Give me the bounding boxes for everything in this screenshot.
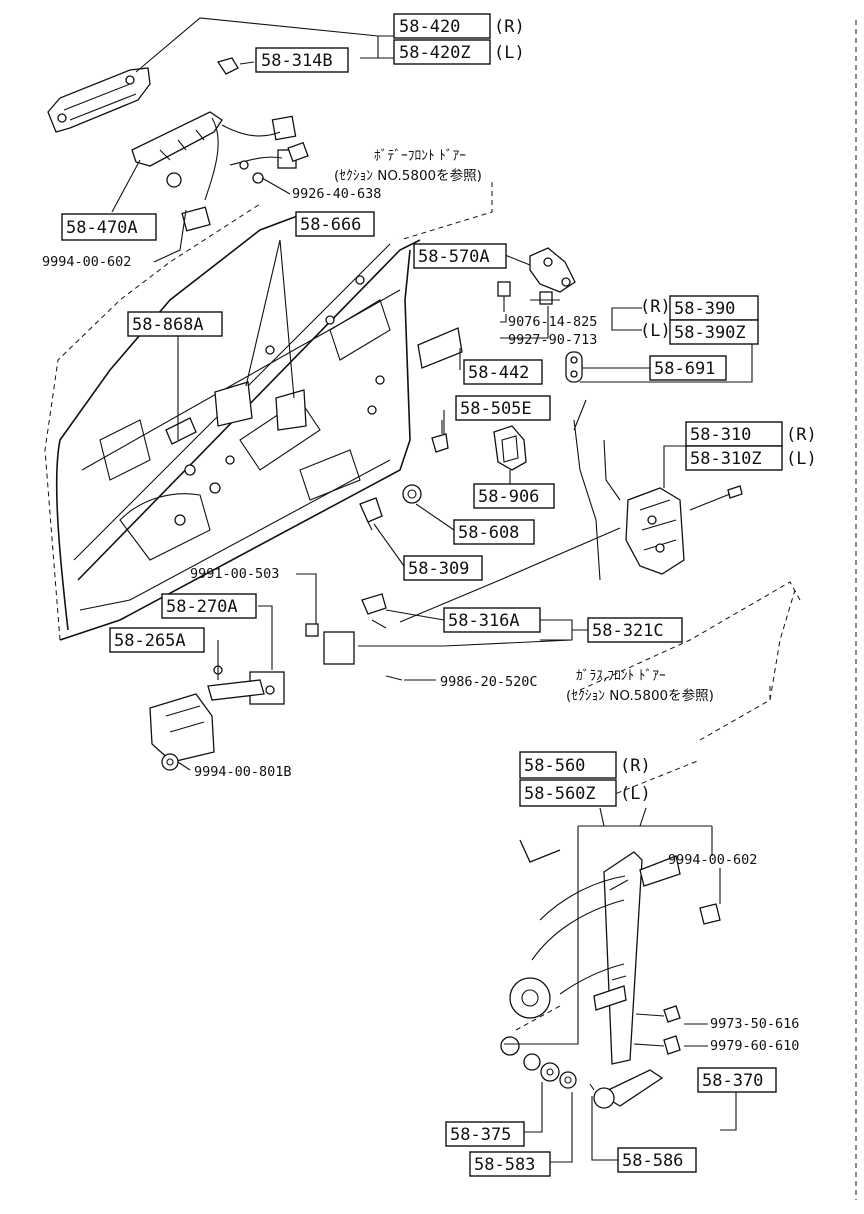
label-9076-14-825: 9076-14-825 (508, 314, 597, 330)
label-58-608: 58-608 (458, 523, 519, 543)
label-58-310z: 58-310Z (690, 449, 762, 469)
box-58-560z (519, 779, 617, 807)
label-9979-60-610: 9979-60-610 (710, 1038, 799, 1054)
grommet-drawing (402, 484, 422, 504)
label-58-310: 58-310 (690, 425, 751, 445)
label-58-370: 58-370 (702, 1071, 763, 1091)
box-58-470a (61, 213, 157, 241)
label-58-420z: 58-420Z (399, 43, 471, 63)
door-lock-drawing (399, 399, 743, 623)
label-58-265a: 58-265A (114, 631, 186, 651)
note-glass-section-ref: (ｾｸｼｮﾝ NO.5800を参照) (566, 687, 714, 704)
box-58-442 (463, 359, 543, 385)
box-58-370 (697, 1067, 777, 1093)
label-9994-00-602-lower: 9994-00-602 (668, 852, 757, 868)
box-58-420z (393, 39, 491, 65)
label-58-310z-side: (L) (786, 449, 817, 469)
box-58-310z (685, 445, 783, 471)
label-58-691: 58-691 (654, 359, 715, 379)
glass-outline-drawing (579, 581, 801, 801)
box-58-309 (403, 555, 483, 581)
bolt-drawing (431, 420, 449, 453)
box-58-314b (255, 47, 349, 73)
label-58-586: 58-586 (622, 1151, 683, 1171)
label-58-666: 58-666 (300, 215, 361, 235)
label-9986-20-520c: 9986-20-520C (440, 674, 538, 690)
box-58-583 (469, 1151, 551, 1177)
box-58-390z (669, 319, 759, 345)
washers-drawing (500, 1036, 595, 1091)
label-58-560-side: (R) (620, 756, 651, 776)
label-58-868a: 58-868A (132, 315, 204, 335)
window-regulator-drawing (509, 839, 681, 1065)
window-crank-drawing (593, 1069, 664, 1109)
label-58-321c: 58-321C (592, 621, 664, 641)
label-58-390-side: (R) (640, 297, 671, 317)
clip-691-drawing (565, 351, 583, 383)
label-58-583: 58-583 (474, 1155, 535, 1175)
hinge-drawing (149, 623, 403, 771)
label-58-390: 58-390 (674, 299, 735, 319)
label-58-906: 58-906 (478, 487, 539, 507)
nut-drawing (699, 903, 721, 925)
box-58-570a (413, 243, 507, 269)
box-58-390 (669, 295, 759, 321)
note-glass-front-door: ｶﾞﾗｽ,ﾌﾛﾝﾄ ﾄﾞｱｰ (576, 668, 666, 684)
note-body-section-ref: (ｾｸｼｮﾝ NO.5800を参照) (334, 167, 482, 184)
box-58-321c (587, 617, 683, 643)
rod-clip-drawing (359, 497, 383, 531)
box-58-316a (443, 607, 541, 633)
label-58-375: 58-375 (450, 1125, 511, 1145)
label-9926-40-638: 9926-40-638 (292, 186, 381, 202)
box-58-420 (393, 13, 491, 39)
bolt-9973-drawing (635, 1005, 681, 1023)
box-58-560 (519, 751, 617, 779)
label-58-420-side: (R) (494, 17, 525, 37)
label-58-316a: 58-316A (448, 611, 520, 631)
label-58-309: 58-309 (408, 559, 469, 579)
label-58-560: 58-560 (524, 756, 585, 776)
label-58-420z-side: (L) (494, 43, 525, 63)
label-58-560z-side: (L) (620, 784, 651, 804)
box-58-608 (453, 519, 535, 545)
box-58-265a (109, 627, 205, 653)
striker-drawing (529, 247, 576, 293)
connector-drawing (361, 593, 387, 629)
outside-handle-drawing (47, 67, 151, 133)
label-58-390z-side: (L) (640, 321, 671, 341)
box-58-906 (473, 483, 555, 509)
box-58-505e (455, 395, 551, 421)
inside-handle-drawing (493, 425, 527, 471)
label-58-560z: 58-560Z (524, 784, 596, 804)
label-58-310-side: (R) (786, 425, 817, 445)
label-58-442: 58-442 (468, 363, 529, 383)
box-58-666 (295, 211, 375, 237)
box-58-868a (127, 311, 223, 337)
fastener-drawing (497, 281, 560, 312)
bolt-9979-drawing (633, 1035, 681, 1055)
label-58-420: 58-420 (399, 17, 460, 37)
leader-lines (111, 17, 771, 1163)
shield-drawing (417, 327, 463, 369)
label-58-505e: 58-505E (460, 399, 532, 419)
box-58-270a (161, 593, 257, 619)
label-9994-00-602-upper: 9994-00-602 (42, 254, 131, 270)
label-9973-50-616: 9973-50-616 (710, 1016, 799, 1032)
label-9991-00-503: 9991-00-503 (190, 566, 279, 582)
label-58-390z: 58-390Z (674, 323, 746, 343)
label-9994-00-801b: 9994-00-801B (194, 764, 292, 780)
box-58-586 (617, 1147, 697, 1173)
label-58-570a: 58-570A (418, 247, 490, 267)
box-58-375 (445, 1121, 525, 1147)
clip-drawing (216, 57, 239, 75)
lock-rod-drawing (131, 111, 309, 232)
label-58-470a: 58-470A (66, 218, 138, 238)
label-58-270a: 58-270A (166, 597, 238, 617)
label-58-314b: 58-314B (261, 51, 333, 71)
box-58-691 (649, 355, 727, 381)
label-9927-90-713: 9927-90-713 (508, 332, 597, 348)
note-body-front-door: ﾎﾞﾃﾞｰﾌﾛﾝﾄ ﾄﾞｱｰ (374, 148, 466, 164)
